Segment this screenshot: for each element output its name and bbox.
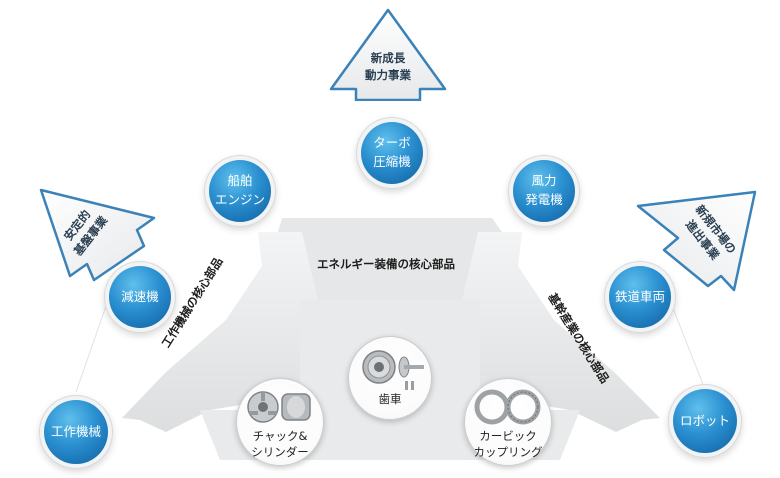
- node-reducer: 減速機: [109, 266, 171, 328]
- arrow-tip-top: [329, 8, 447, 101]
- node-machine-tool: 工作機械: [44, 400, 108, 464]
- node-wind-turbine-label: 風力 発電機: [525, 173, 563, 207]
- chuck-icon: [247, 391, 311, 423]
- part-gear-label: 歯車: [378, 392, 402, 406]
- node-robot: ロボット: [673, 389, 737, 453]
- part-gear: 歯車: [348, 336, 432, 420]
- node-ship-engine: 船舶 エンジン: [209, 160, 271, 222]
- guide-line-left: [75, 285, 114, 393]
- part-coupling: カービック カップリング: [464, 378, 552, 466]
- node-machine-tool-label: 工作機械: [50, 423, 101, 439]
- guide-line-right: [666, 292, 707, 393]
- node-railway-vehicle: 鉄道車両: [609, 266, 671, 328]
- node-railway-vehicle-label: 鉄道車両: [614, 288, 665, 304]
- node-turbo-compressor-label: ターボ 圧縮機: [373, 135, 411, 169]
- gear-icon: [362, 350, 424, 390]
- part-chuck-label: チャック& シリンダー: [251, 429, 309, 459]
- node-reducer-label: 減速機: [121, 288, 159, 304]
- part-chuck: チャック& シリンダー: [236, 378, 324, 466]
- arrow-tip-left: [39, 188, 156, 282]
- band-top: [258, 218, 522, 302]
- part-coupling-label: カービック カップリング: [473, 429, 543, 459]
- arrow-tip-right: [636, 190, 757, 292]
- node-robot-label: ロボット: [679, 412, 730, 428]
- node-turbo-compressor: ターボ 圧縮機: [361, 122, 423, 184]
- node-ship-engine-label: 船舶 エンジン: [214, 173, 265, 207]
- band-label-top: エネルギー装備の核心部品: [317, 257, 455, 271]
- arrow-label-top: 新成長 動力事業: [365, 51, 411, 82]
- coupling-icon: [474, 389, 541, 425]
- node-wind-turbine: 風力 発電機: [513, 160, 575, 222]
